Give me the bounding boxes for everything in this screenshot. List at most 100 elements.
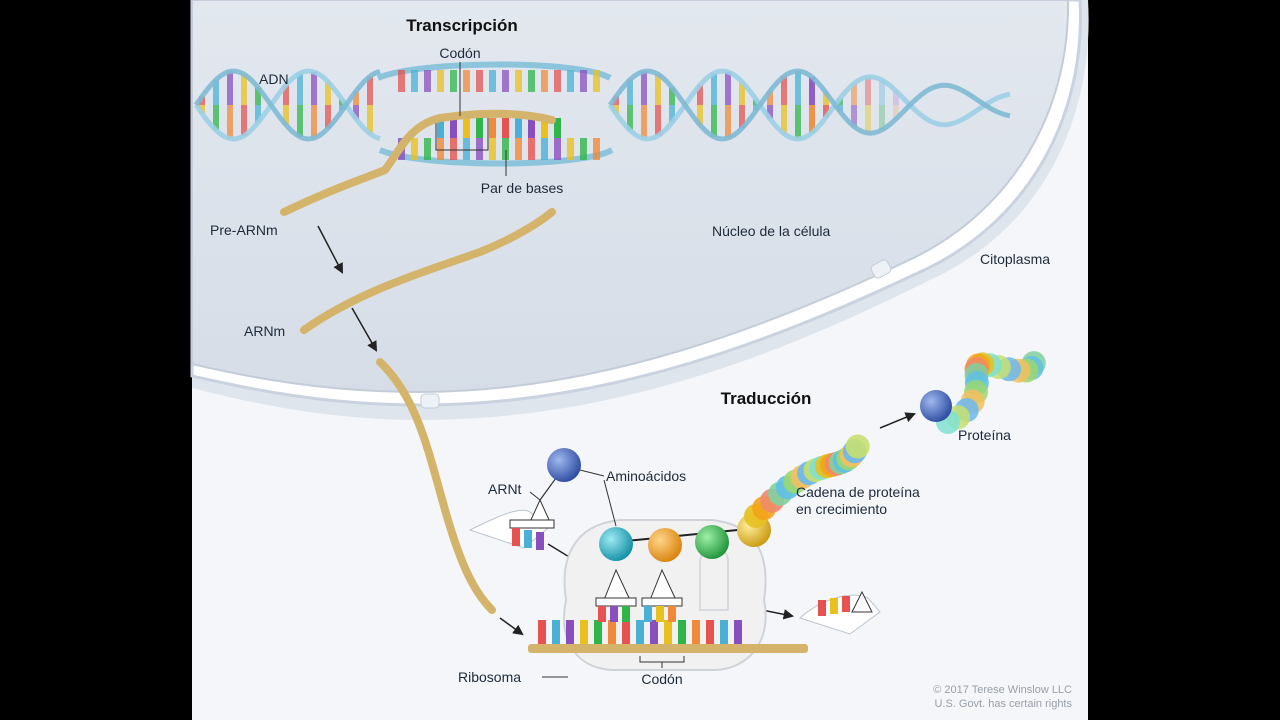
dna-base bbox=[711, 105, 717, 137]
rna-base bbox=[437, 118, 444, 138]
trna-anticodons bbox=[598, 606, 676, 622]
coding-base bbox=[463, 70, 470, 92]
dna-base bbox=[781, 76, 787, 105]
leader-codon-bottom bbox=[639, 656, 685, 668]
template-base bbox=[554, 138, 561, 160]
growing-protein-chain bbox=[744, 434, 870, 528]
mrna-base bbox=[552, 620, 560, 644]
mrna-base bbox=[608, 620, 616, 644]
dna-base bbox=[823, 105, 829, 118]
incoming-trna-stem bbox=[509, 519, 555, 529]
incoming-base bbox=[524, 530, 532, 548]
mrna-base bbox=[678, 620, 686, 644]
dna-base bbox=[767, 105, 773, 119]
mrna-base bbox=[706, 620, 714, 644]
credit-line-2: U.S. Govt. has certain rights bbox=[934, 698, 1072, 710]
mrna-base bbox=[566, 620, 574, 644]
dna-base bbox=[627, 79, 633, 105]
dna-base bbox=[241, 105, 247, 136]
label-growing-chain-2: en crecimiento bbox=[796, 501, 887, 517]
label-codon-top: Codón bbox=[439, 45, 480, 61]
dna-base bbox=[311, 105, 317, 139]
template-base bbox=[424, 138, 431, 160]
anticodon-base bbox=[622, 606, 630, 622]
trna-site-p-stem bbox=[641, 597, 683, 607]
rna-base bbox=[515, 118, 522, 138]
anticodon-base bbox=[598, 606, 606, 622]
dna-base bbox=[655, 74, 661, 105]
label-nucleus: Núcleo de la célula bbox=[712, 223, 831, 239]
arrow-mrna-into-ribosome bbox=[499, 617, 524, 636]
dna-base bbox=[865, 76, 871, 105]
dna-base bbox=[353, 91, 359, 105]
template-base bbox=[411, 138, 418, 160]
mrna-base bbox=[538, 620, 546, 644]
dna-base bbox=[297, 105, 303, 137]
label-amino-acids: Aminoácidos bbox=[606, 468, 686, 484]
coding-base bbox=[476, 70, 483, 92]
rna-base bbox=[489, 118, 496, 138]
dna-backbone bbox=[193, 68, 381, 142]
dna-base bbox=[725, 71, 731, 105]
trna-sites bbox=[595, 568, 683, 622]
amino-acid-green bbox=[695, 525, 729, 559]
amino-acid-orange bbox=[648, 528, 682, 562]
leader-trna bbox=[529, 491, 541, 501]
dna-base bbox=[725, 105, 731, 139]
leader-amino-2 bbox=[603, 479, 617, 527]
label-dna: ADN bbox=[259, 71, 289, 87]
coding-base bbox=[450, 70, 457, 92]
free-amino-acid bbox=[547, 448, 581, 482]
ribosome-mrna-track bbox=[528, 644, 808, 653]
nucleus-interior bbox=[191, 0, 1070, 394]
coding-base bbox=[580, 70, 587, 92]
protein-start-residue bbox=[920, 390, 952, 422]
dna-base bbox=[809, 105, 815, 133]
dna-base bbox=[213, 105, 219, 131]
exiting-trna bbox=[799, 590, 881, 635]
template-base bbox=[593, 138, 600, 160]
anticodon-base bbox=[656, 606, 664, 622]
template-base bbox=[580, 138, 587, 160]
dna-base bbox=[641, 105, 647, 139]
template-base bbox=[502, 138, 509, 160]
rna-base bbox=[476, 118, 483, 138]
exiting-trna-loop bbox=[851, 590, 873, 613]
label-trna: ARNt bbox=[488, 481, 522, 497]
template-base bbox=[450, 138, 457, 160]
coding-base bbox=[567, 70, 574, 92]
template-base bbox=[476, 138, 483, 160]
mrna-strand bbox=[300, 208, 556, 334]
dna-base bbox=[711, 73, 717, 105]
nuclear-pore bbox=[420, 393, 440, 409]
dna-base bbox=[893, 105, 899, 120]
coding-base bbox=[554, 70, 561, 92]
dna-base bbox=[227, 105, 233, 139]
template-base bbox=[528, 138, 535, 160]
dna-base bbox=[325, 81, 331, 105]
dna-base bbox=[627, 105, 633, 131]
mrna-base bbox=[650, 620, 658, 644]
template-bases bbox=[398, 70, 600, 160]
template-base bbox=[541, 138, 548, 160]
coding-base bbox=[424, 70, 431, 92]
pre-mrna-strand bbox=[280, 109, 556, 216]
coding-base bbox=[528, 70, 535, 92]
template-base bbox=[489, 138, 496, 160]
dna-base bbox=[795, 105, 801, 139]
dna-base bbox=[325, 105, 331, 129]
dna-base bbox=[893, 90, 899, 105]
mrna-base bbox=[636, 620, 644, 644]
coding-base bbox=[411, 70, 418, 92]
dna-base bbox=[879, 105, 885, 130]
coding-base bbox=[489, 70, 496, 92]
nuclear-pore bbox=[870, 259, 892, 279]
leader-amino-1 bbox=[579, 469, 605, 477]
mrna-base bbox=[622, 620, 630, 644]
trna-to-amino-link bbox=[539, 477, 557, 501]
coding-base bbox=[437, 70, 444, 92]
coding-base bbox=[398, 70, 405, 92]
template-base bbox=[463, 138, 470, 160]
dna-base bbox=[311, 71, 317, 105]
